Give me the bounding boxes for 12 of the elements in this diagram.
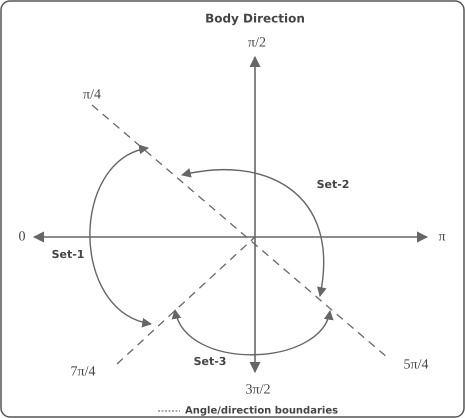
angle-label: π: [438, 229, 446, 245]
angle-label: 5π/4: [404, 357, 428, 373]
diagram-title: Body Direction: [205, 12, 305, 26]
set-label: Set-3: [194, 356, 226, 368]
set-label: Set-2: [316, 178, 350, 192]
angle-label: π/2: [248, 35, 266, 51]
angle-label: 7π/4: [70, 364, 96, 380]
legend-text: Angle/direction boundaries: [185, 406, 338, 416]
set-label: Set-1: [52, 248, 84, 262]
angle-label: 0: [18, 229, 26, 245]
angle-label: π/4: [83, 87, 101, 103]
angle-label: 3π/2: [246, 382, 270, 398]
